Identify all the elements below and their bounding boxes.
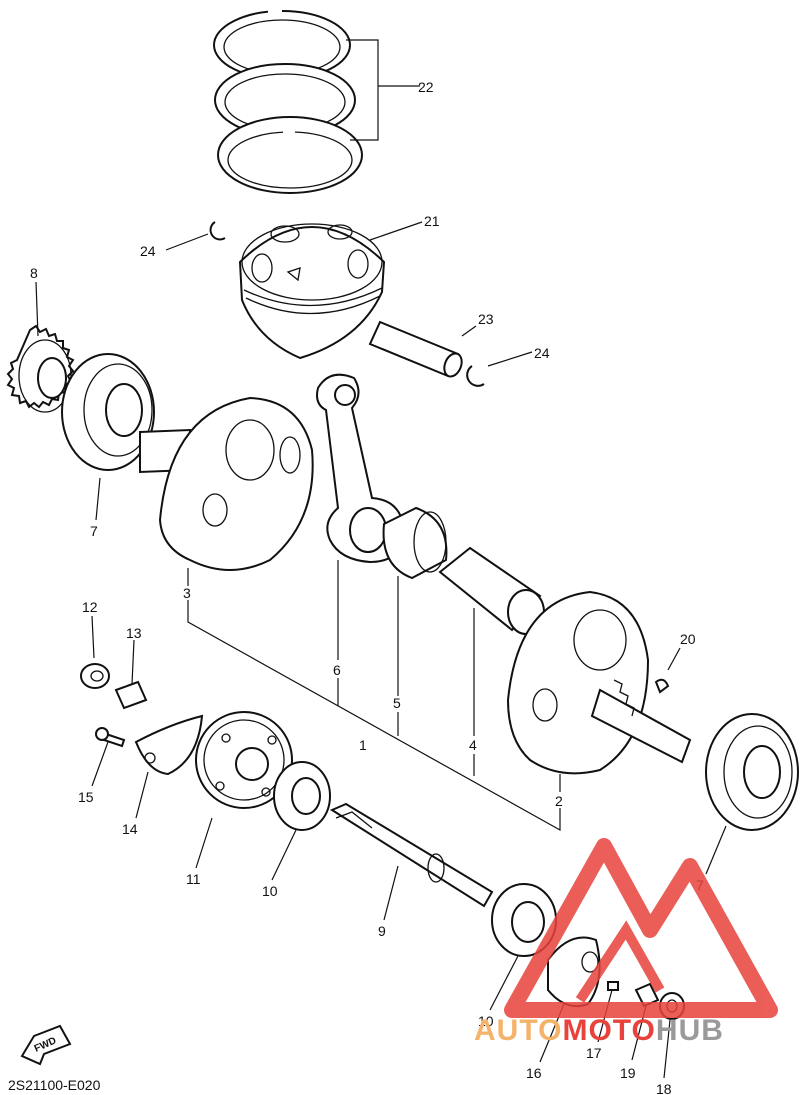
callout-4: 4 (469, 737, 477, 753)
callout-18: 18 (656, 1081, 672, 1095)
piston (238, 223, 386, 360)
callout-21: 21 (424, 213, 440, 229)
watermark-auto: AUTO (474, 1014, 562, 1047)
bearing-right (705, 713, 799, 831)
callout-19: 19 (620, 1065, 636, 1081)
callout-9: 9 (378, 923, 386, 939)
watermark-text: AUTOMOTOHUB (474, 1014, 724, 1047)
callout-20: 20 (680, 631, 696, 647)
connecting-rod (316, 373, 406, 564)
callout-12: 12 (82, 599, 98, 615)
piston-ring-set (213, 8, 363, 194)
callout-24-upper: 24 (140, 243, 156, 259)
nut (80, 663, 110, 689)
callout-5: 5 (393, 695, 401, 711)
callout-3: 3 (183, 585, 191, 601)
callout-13: 13 (126, 625, 142, 641)
callout-10-left: 10 (262, 883, 278, 899)
callout-23: 23 (478, 311, 494, 327)
crank-web-right (506, 590, 692, 775)
callout-14: 14 (122, 821, 138, 837)
autmotohub-watermark: AUTOMOTOHUB (474, 838, 778, 1047)
watermark-hub: HUB (656, 1014, 724, 1047)
lock-washer (114, 680, 148, 710)
callout-17: 17 (586, 1045, 602, 1061)
balancer-bearing-right (491, 883, 557, 957)
balancer-lock-washer (634, 982, 660, 1008)
callout-22: 22 (418, 79, 434, 95)
callout-15: 15 (78, 789, 94, 805)
balancer-key (607, 981, 619, 991)
balancer-bearing-left (273, 761, 331, 831)
balancer-weight-plate (134, 714, 204, 776)
piston-pin-clip-upper (209, 221, 226, 241)
callout-6: 6 (333, 662, 341, 678)
bearing-left (61, 353, 155, 471)
crank-web-left (139, 396, 314, 571)
bolt (95, 727, 126, 748)
needle-bearing (382, 506, 448, 580)
autmotohub-logo-icon (504, 838, 778, 1018)
callout-24-lower: 24 (534, 345, 550, 361)
crank-pin (438, 546, 545, 635)
balancer-shaft (329, 802, 494, 908)
callout-16: 16 (526, 1065, 542, 1081)
callout-8: 8 (30, 265, 38, 281)
watermark-moto: MOTO (562, 1014, 655, 1047)
piston-pin (368, 320, 463, 378)
callout-labels: 22 21 24 23 24 8 7 3 6 5 4 1 2 20 7 12 1… (30, 79, 704, 1095)
balancer-drive-gear (195, 711, 293, 809)
woodruff-key (654, 678, 670, 694)
piston-pin-clip-lower (466, 365, 485, 387)
callout-11: 11 (186, 871, 201, 887)
callout-1: 1 (359, 737, 367, 753)
drawing-code: 2S21100-E020 (8, 1077, 101, 1093)
callout-2: 2 (555, 793, 563, 809)
forward-arrow-icon: FWD (20, 1024, 72, 1066)
callout-7-left: 7 (90, 523, 98, 539)
callout-10-right: 10 (478, 1013, 494, 1029)
